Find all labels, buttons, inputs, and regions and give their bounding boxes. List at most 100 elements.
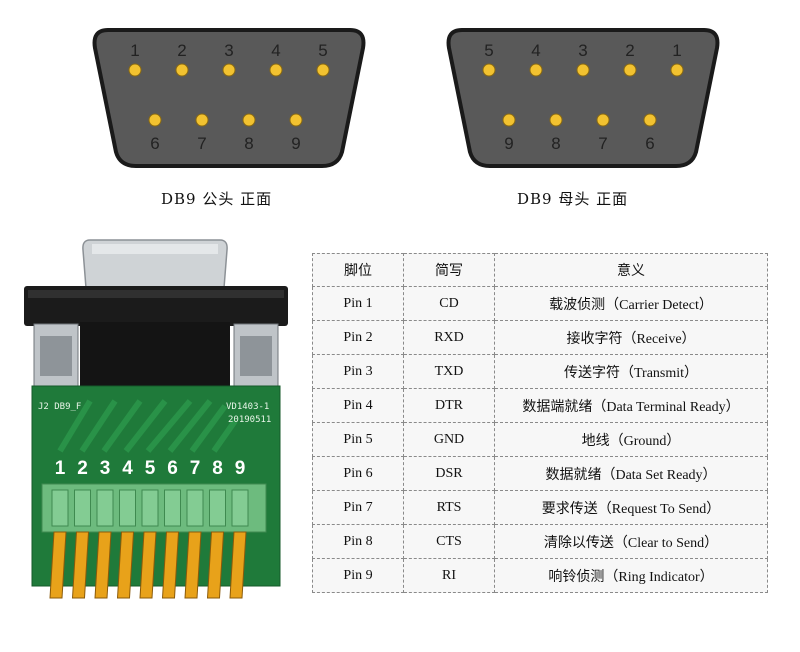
male-top-pin-number: 4 bbox=[271, 41, 280, 60]
female-bottom-pin-number: 7 bbox=[598, 134, 607, 153]
terminal-number: 8 bbox=[212, 458, 223, 479]
pin-cell: Pin 4 bbox=[312, 388, 404, 423]
male-bottom-pin-dot bbox=[148, 113, 162, 127]
male-top-pin-number: 2 bbox=[177, 41, 186, 60]
male-bottom-pin-dot bbox=[289, 113, 303, 127]
male-top-pin-number: 1 bbox=[130, 41, 139, 60]
terminal-slot bbox=[141, 489, 159, 527]
meaning-cell: 接收字符（Receive） bbox=[494, 320, 768, 355]
abbr-cell: CTS bbox=[403, 524, 495, 559]
pin-cell: Pin 6 bbox=[312, 456, 404, 491]
female-bottom-pin-number: 6 bbox=[645, 134, 654, 153]
db9-female-shell bbox=[446, 28, 720, 168]
male-top-pin-dot bbox=[128, 63, 142, 77]
male-top-pin-dot bbox=[269, 63, 283, 77]
male-bottom-pin-number: 9 bbox=[291, 134, 300, 153]
db9-male-shell bbox=[92, 28, 366, 168]
terminal-number: 9 bbox=[235, 458, 246, 479]
pin-cell: Pin 5 bbox=[312, 422, 404, 457]
gold-terminal-pin bbox=[49, 531, 67, 599]
silk-right: VD1403-1 bbox=[226, 402, 269, 412]
male-bottom-pin-dot bbox=[242, 113, 256, 127]
terminal-slot bbox=[209, 489, 226, 527]
abbr-cell: TXD bbox=[403, 354, 495, 389]
gold-terminal-pin bbox=[116, 531, 135, 599]
gold-terminal-pin bbox=[161, 531, 180, 599]
gold-terminal-pin bbox=[206, 531, 225, 599]
female-top-pin-number: 1 bbox=[672, 41, 681, 60]
female-top-pin-dot bbox=[576, 63, 590, 77]
male-top-pin-number: 3 bbox=[224, 41, 233, 60]
meaning-cell: 地线（Ground） bbox=[494, 422, 768, 457]
female-bottom-pin-number: 8 bbox=[551, 134, 560, 153]
pin-cell: Pin 7 bbox=[312, 490, 404, 525]
gold-terminal-pin bbox=[94, 531, 112, 599]
meaning-cell: 数据就绪（Data Set Ready） bbox=[494, 456, 768, 491]
pin-cell: Pin 1 bbox=[312, 286, 404, 321]
meaning-cell: 载波侦测（Carrier Detect） bbox=[494, 286, 768, 321]
gold-terminal-pin bbox=[139, 531, 157, 599]
abbr-cell: RTS bbox=[403, 490, 495, 525]
meaning-cell: 清除以传送（Clear to Send） bbox=[494, 524, 768, 559]
abbr-cell: RXD bbox=[403, 320, 495, 355]
db9-female-diagram: 5 4 3 2 1 9 8 7 6 bbox=[446, 28, 720, 168]
terminal-slot bbox=[119, 489, 136, 527]
pin-cell: Pin 9 bbox=[312, 558, 404, 593]
db9-female-caption: DB9 母头 正面 bbox=[517, 190, 629, 208]
db9-male-caption: DB9 公头 正面 bbox=[161, 190, 273, 208]
female-bottom-pin-number: 9 bbox=[504, 134, 513, 153]
female-top-pin-number: 5 bbox=[484, 41, 493, 60]
female-top-pin-number: 4 bbox=[531, 41, 540, 60]
terminal-number: 1 bbox=[55, 458, 66, 479]
terminal-number: 7 bbox=[190, 458, 201, 479]
male-top-pin-dot bbox=[175, 63, 189, 77]
female-top-pin-dot bbox=[529, 63, 543, 77]
abbr-cell: GND bbox=[403, 422, 495, 457]
male-top-pin-number: 5 bbox=[318, 41, 327, 60]
terminal-number: 6 bbox=[167, 458, 178, 479]
meaning-cell: 响铃侦测（Ring Indicator） bbox=[494, 558, 768, 593]
terminal-slot bbox=[164, 489, 181, 527]
abbr-cell: RI bbox=[403, 558, 495, 593]
gold-terminal-pin bbox=[184, 531, 202, 599]
terminal-number: 5 bbox=[145, 458, 156, 479]
male-bottom-pin-dot bbox=[195, 113, 209, 127]
gold-terminal-pin bbox=[229, 531, 247, 599]
female-top-pin-dot bbox=[482, 63, 496, 77]
meaning-cell: 数据端就绪（Data Terminal Ready） bbox=[494, 388, 768, 423]
header-abbr: 简写 bbox=[403, 253, 495, 287]
female-top-pin-dot bbox=[670, 63, 684, 77]
terminal-slot bbox=[51, 489, 69, 527]
male-top-pin-dot bbox=[316, 63, 330, 77]
abbr-cell: DTR bbox=[403, 388, 495, 423]
meaning-cell: 要求传送（Request To Send） bbox=[494, 490, 768, 525]
female-bottom-pin-dot bbox=[643, 113, 657, 127]
terminal-slot bbox=[186, 489, 204, 527]
header-meaning: 意义 bbox=[494, 253, 768, 287]
abbr-cell: DSR bbox=[403, 456, 495, 491]
table-header-row: 脚位 简写 意义 bbox=[312, 253, 768, 287]
female-bottom-pin-dot bbox=[549, 113, 563, 127]
terminal-number: 4 bbox=[122, 458, 133, 479]
terminal-number: 3 bbox=[100, 458, 111, 479]
silk-left: J2 DB9_F bbox=[38, 402, 81, 412]
male-top-pin-dot bbox=[222, 63, 236, 77]
silk-date: 20190511 bbox=[228, 415, 271, 425]
terminal-slot bbox=[74, 489, 91, 527]
female-top-pin-number: 3 bbox=[578, 41, 587, 60]
female-top-pin-number: 2 bbox=[625, 41, 634, 60]
terminal-slot bbox=[96, 489, 114, 527]
female-bottom-pin-dot bbox=[596, 113, 610, 127]
terminal-number: 2 bbox=[77, 458, 88, 479]
female-bottom-pin-dot bbox=[502, 113, 516, 127]
